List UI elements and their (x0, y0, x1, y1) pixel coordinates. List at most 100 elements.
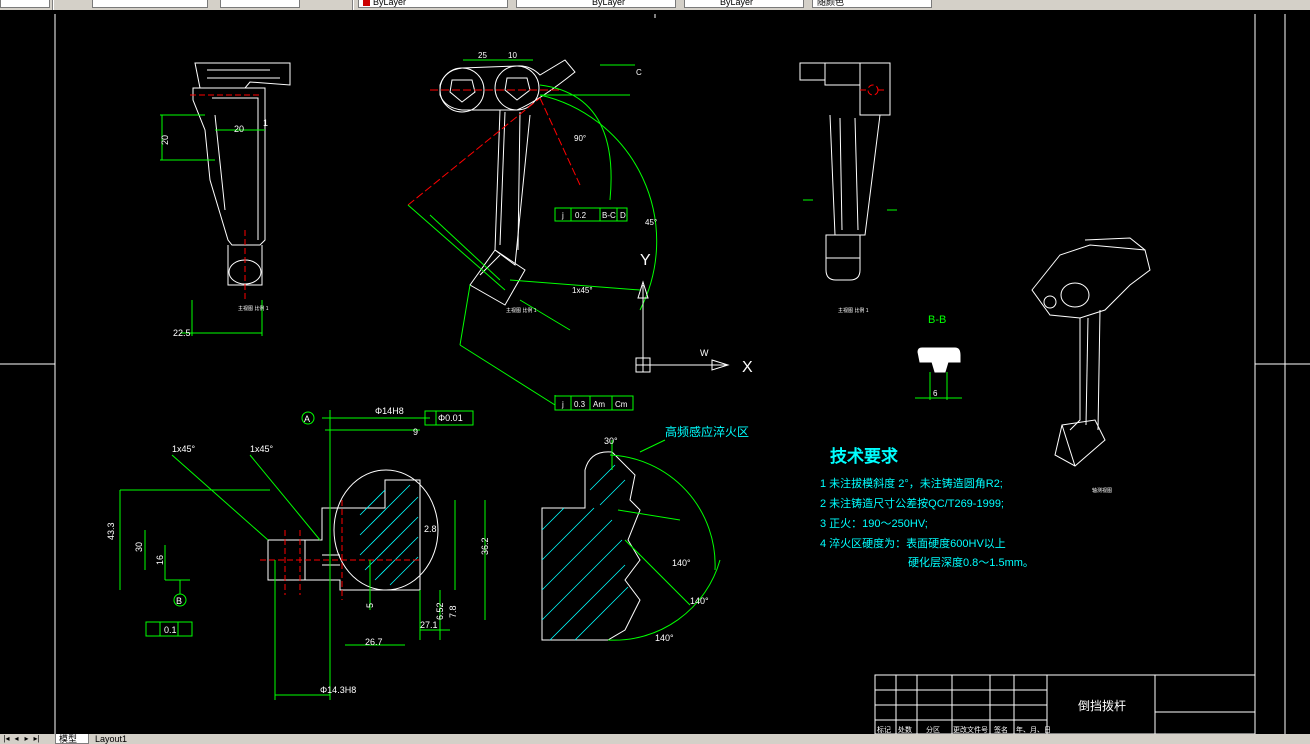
bore-section-view (267, 469, 439, 591)
ucs-y-label: Y (640, 252, 651, 269)
drawing-svg: 20 20 1 22.5 主视图 比例 1 (0, 14, 1310, 735)
prev-tab-icon[interactable]: ◂ (14, 734, 19, 743)
bb-section-dims (915, 372, 962, 400)
dim-text: 30 (134, 542, 144, 552)
toolbar-separator (352, 0, 354, 10)
fcf-datum: Cm (615, 400, 628, 409)
layer-dropdown[interactable] (0, 0, 50, 8)
plotstyle-dropdown[interactable]: 随颜色 (812, 0, 932, 8)
dim-style-dropdown[interactable] (92, 0, 208, 8)
table-style-dropdown[interactable] (220, 0, 300, 8)
fcf-symbol: j (561, 211, 564, 220)
dim-text: 1x45° (572, 286, 593, 295)
dim-text: 1x45° (172, 444, 196, 454)
dim-text: 43.3 (106, 522, 116, 540)
tech-req-item: 硬化层深度0.8～1.5mm。 (908, 555, 1034, 569)
dim-text: 140° (690, 596, 709, 606)
hardening-detail (541, 451, 641, 641)
view-note: 主视图 比例 1 (238, 305, 269, 312)
dim-text: 10 (508, 51, 517, 60)
ucs-w-label: W (700, 348, 709, 358)
section-marks (803, 199, 897, 211)
dim-text: Φ14H8 (375, 406, 404, 416)
tech-req-item: 1 未注拔模斜度 2°，未注铸造圆角R2; (820, 476, 1003, 490)
dim-text: 7.8 (448, 605, 458, 618)
first-tab-icon[interactable]: |◂ (3, 734, 10, 743)
dim-text: 140° (672, 558, 691, 568)
fcf-symbol: j (561, 400, 564, 409)
right-view-centerlines (860, 84, 885, 96)
dim-text: 45° (645, 218, 657, 227)
dim-text: 27.1 (420, 620, 438, 630)
tech-req-item: 3 正火：190～250HV; (820, 518, 928, 530)
dim-text: 16 (155, 555, 165, 565)
part-name: 倒挡拨杆 (1078, 699, 1126, 713)
side-view-dims (160, 114, 265, 336)
dim-text: 140° (655, 633, 674, 643)
lineweight-dropdown[interactable]: ByLayer (684, 0, 804, 8)
bb-section-shape (917, 347, 961, 373)
title-block-label: 年、月、日 (1016, 725, 1051, 734)
right-view (799, 62, 891, 281)
dim-text: 9 (413, 427, 418, 437)
section-label: B-B (928, 314, 946, 326)
sheet-frame (0, 14, 1310, 734)
side-view (192, 62, 291, 286)
main-view (439, 59, 576, 306)
color-dropdown[interactable]: ByLayer (358, 0, 508, 8)
dim-text: 1x45° (250, 444, 274, 454)
tab-layout1[interactable]: Layout1 (95, 734, 128, 744)
datum-a-label: A (304, 414, 310, 424)
hardening-hatch (541, 464, 629, 641)
view-note: 主视图 比例 1 (506, 307, 537, 314)
layout-tab-bar: |◂ ◂ ▸ ▸| 模型 Layout1 (0, 734, 1310, 744)
side-view-centerlines (190, 94, 262, 300)
dim-text: 30° (604, 436, 618, 446)
dim-text: 26.7 (365, 637, 383, 647)
fcf-datum: D (620, 211, 626, 220)
dim-text: 25 (478, 51, 487, 60)
last-tab-icon[interactable]: ▸| (33, 734, 40, 743)
main-view-dims (407, 59, 658, 411)
dim-text: Φ14.3H8 (320, 685, 356, 695)
tech-req-item: 2 未注铸造尺寸公差按QC/T269-1999; (820, 496, 1004, 510)
linetype-dropdown[interactable]: ByLayer (516, 0, 676, 8)
fcf-value: Φ0.01 (438, 413, 463, 423)
main-view-centerlines (407, 89, 581, 206)
drawing-canvas[interactable]: 20 20 1 22.5 主视图 比例 1 (0, 10, 1310, 735)
dim-text: 90° (574, 134, 586, 143)
view-note: 主视图 比例 1 (838, 307, 869, 314)
isometric-view (1031, 237, 1151, 467)
dim-text: 6.52 (435, 602, 445, 620)
dim-text: 20 (234, 124, 244, 134)
hardening-dims (607, 439, 721, 641)
properties-toolbar: ByLayer ByLayer ByLayer 随颜色 (0, 0, 1310, 10)
title-block (874, 674, 1256, 735)
dim-text: 6 (933, 389, 938, 398)
next-tab-icon[interactable]: ▸ (24, 734, 29, 743)
fcf-datum: Am (593, 400, 605, 409)
fcf-value: 0.1 (164, 625, 177, 635)
title-block-label: 分区 (926, 725, 940, 734)
fcf-value: 0.2 (575, 211, 587, 220)
tab-model[interactable]: 模型 (55, 734, 89, 744)
dim-text: 20 (160, 135, 170, 145)
color-dropdown-label: ByLayer (373, 0, 407, 7)
datum-b-label: B (176, 596, 182, 606)
hf-zone-label: 高频感应淬火区 (665, 424, 749, 439)
color-swatch-icon (363, 0, 370, 6)
bore-section-dims (119, 410, 486, 700)
fcf-value: 0.3 (574, 400, 586, 409)
view-note: 轴测视图 (1092, 487, 1112, 494)
datum-c-label: C (636, 68, 642, 77)
bore-section-centerlines (260, 500, 420, 600)
dim-text: 36.2 (480, 537, 490, 555)
tech-req-title: 技术要求 (830, 446, 898, 466)
title-block-label: 标记 (877, 725, 891, 734)
dim-text: 2.8 (424, 524, 437, 534)
title-block-label: 更改文件号 (953, 725, 988, 734)
fcf-datum: B-C (602, 211, 616, 220)
ucs-x-label: X (742, 359, 753, 376)
ucs-icon (635, 280, 730, 373)
title-block-label: 签名 (994, 725, 1008, 734)
